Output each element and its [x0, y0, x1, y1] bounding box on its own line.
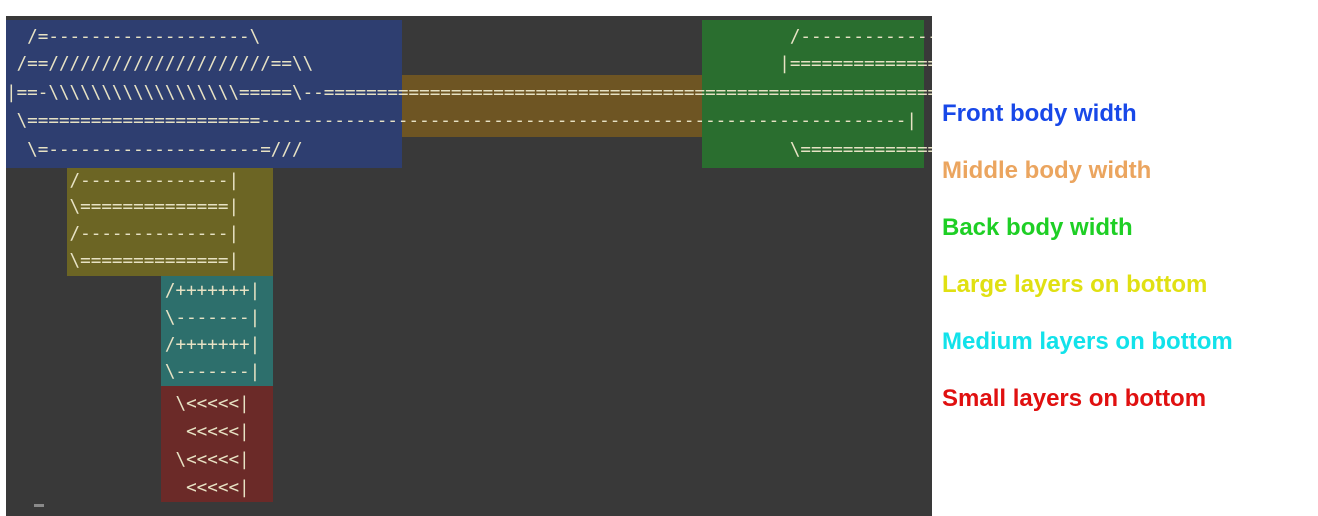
legend-middle-body: Middle body width — [942, 157, 1152, 184]
legend-back-body: Back body width — [942, 214, 1133, 241]
ascii-large-4: \==============| — [6, 251, 240, 271]
small-layers-region — [161, 386, 273, 502]
front-body-region — [6, 20, 402, 168]
ascii-medium-3: /+++++++| — [6, 335, 261, 355]
terminal-panel: /=-------------------\ /--------------| … — [6, 16, 932, 516]
ascii-row-2: /==/////////////////////==\\ |==========… — [6, 54, 932, 74]
ascii-large-3: /--------------| — [6, 224, 240, 244]
medium-layers-region — [161, 276, 273, 386]
large-layers-region — [67, 168, 273, 276]
terminal-cursor — [34, 504, 44, 507]
ascii-small-4: <<<<<| — [6, 478, 250, 498]
legend-small-layers: Small layers on bottom — [942, 385, 1207, 412]
ascii-small-3: \<<<<<| — [6, 450, 250, 470]
ascii-row-5: \=--------------------=/// \============… — [6, 140, 932, 160]
ascii-medium-4: \-------| — [6, 362, 261, 382]
ascii-large-1: /--------------| — [6, 171, 240, 191]
legend-medium-layers: Medium layers on bottom — [942, 328, 1233, 355]
legend-large-layers: Large layers on bottom — [942, 271, 1208, 298]
ascii-row-3: |==-\\\\\\\\\\\\\\\\\\=====\--==========… — [6, 83, 932, 103]
ascii-large-2: \==============| — [6, 197, 240, 217]
ascii-row-4: \======================-----------------… — [6, 111, 917, 131]
ascii-small-1: \<<<<<| — [6, 394, 250, 414]
ascii-row-1: /=-------------------\ /--------------| — [6, 27, 932, 47]
legend-front-body: Front body width — [942, 100, 1137, 127]
ascii-small-2: <<<<<| — [6, 422, 250, 442]
back-body-region — [702, 20, 924, 168]
ascii-medium-1: /+++++++| — [6, 281, 261, 301]
ascii-medium-2: \-------| — [6, 308, 261, 328]
middle-body-region — [402, 75, 702, 137]
